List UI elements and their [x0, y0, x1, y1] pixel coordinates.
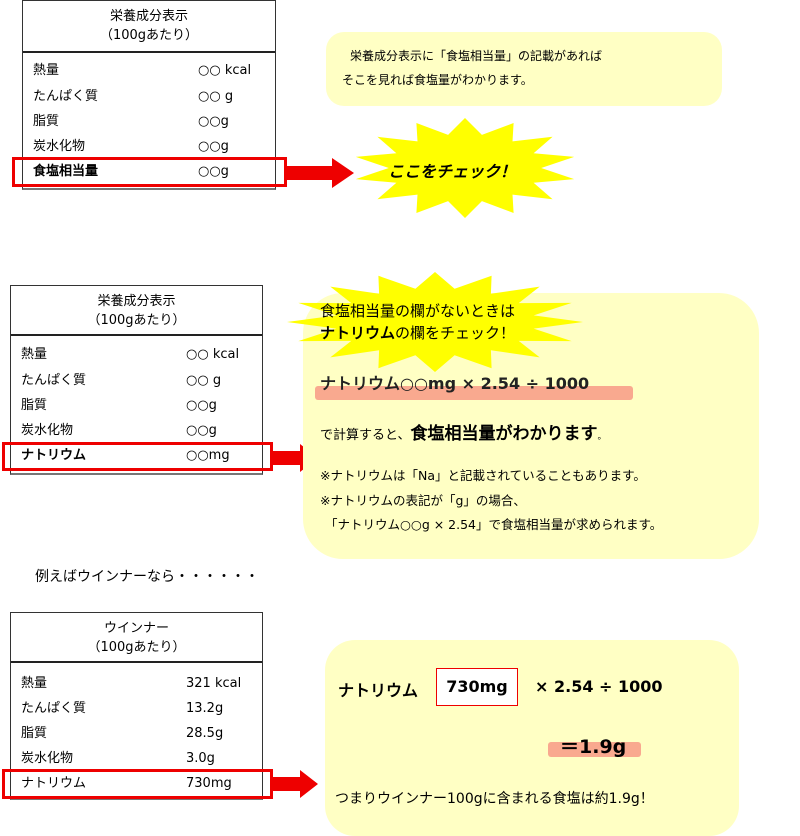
row-name: 食塩相当量: [33, 164, 99, 179]
row-value: ○○mg: [186, 448, 230, 463]
calc-suffix: 。: [597, 432, 607, 442]
label-row: 炭水化物 3.0g: [21, 749, 262, 769]
burst-text: ナトリウムの欄をチェック！: [320, 322, 515, 343]
row-name: 脂質: [21, 726, 48, 741]
row-value: 3.0g: [186, 751, 215, 766]
note-line: そこを見れば食塩量がわかります。: [342, 73, 533, 87]
info-note: 栄養成分表示に「食塩相当量」の記載があれば そこを見れば食塩量がわかります。: [326, 32, 722, 106]
row-name: 炭水化物: [33, 139, 86, 154]
label-header: ウインナー （100gあたり）: [11, 613, 262, 663]
label-row: 熱量 ○○ kcal: [33, 61, 275, 81]
nutrition-label-wiener: ウインナー （100gあたり） 熱量 321 kcal たんぱく質 13.2g 脂質…: [10, 612, 263, 800]
row-value: ○○g: [186, 398, 217, 413]
row-value: ○○g: [186, 423, 217, 438]
starburst-shape: [287, 272, 583, 372]
example-intro: 例えばウインナーなら・・・・・・: [35, 569, 259, 585]
label-header: 栄養成分表示 （100gあたり）: [11, 286, 262, 336]
label-row: 炭水化物 ○○g: [21, 421, 262, 441]
result-highlight: [548, 742, 641, 757]
label-row: たんぱく質 ○○ g: [21, 371, 262, 391]
row-name: たんぱく質: [21, 373, 87, 388]
row-name: 炭水化物: [21, 423, 74, 438]
row-value: ○○g: [198, 139, 229, 154]
operation: × 2.54 ÷ 1000: [535, 677, 663, 696]
sodium-value-box: 730mg: [436, 668, 518, 706]
label-title: ウインナー: [103, 621, 169, 636]
row-name: 熱量: [21, 347, 48, 362]
check-here-callout: ここをチェック！: [388, 162, 517, 181]
row-name: 炭水化物: [21, 751, 74, 766]
highlight-box: [2, 442, 273, 471]
row-name: ナトリウム: [21, 448, 87, 463]
note-line: ※ナトリウムは「Na」と記載されていることもあります。: [320, 468, 646, 483]
calc-bold: 食塩相当量がわかります: [410, 424, 598, 444]
label-subtitle: （100gあたり）: [99, 28, 199, 43]
note-line: 栄養成分表示に「食塩相当量」の記載があれば: [350, 49, 603, 63]
row-name: 熱量: [21, 676, 48, 691]
row-value: ○○g: [198, 164, 229, 179]
row-value: ○○ g: [186, 373, 222, 388]
result: ＝1.9g: [560, 736, 627, 758]
note-line: ※ナトリウムの表記が「g」の場合、: [320, 493, 526, 508]
label-row-highlight: ナトリウム 730mg: [21, 774, 262, 794]
label-row: 脂質 ○○g: [21, 396, 262, 416]
label-row: たんぱく質 13.2g: [21, 699, 262, 719]
row-name: 脂質: [33, 114, 60, 129]
row-name: ナトリウム: [21, 776, 87, 791]
starburst-icon: [355, 118, 575, 218]
formula-highlight: [315, 386, 633, 400]
note-line: 「ナトリウム○○g × 2.54」で食塩相当量が求められます。: [325, 517, 663, 532]
highlight-box: [2, 769, 273, 799]
label-row: 脂質 ○○g: [33, 112, 275, 132]
row-value: 13.2g: [186, 701, 224, 716]
row-value: ○○ kcal: [198, 63, 252, 78]
burst-text: 食塩相当量の欄がないときは: [320, 302, 516, 320]
row-value: 730mg: [186, 776, 232, 791]
red-arrow-icon: [286, 158, 354, 188]
label-row-highlight: 食塩相当量 ○○g: [33, 162, 275, 182]
row-value: 28.5g: [186, 726, 224, 741]
label-subtitle: （100gあたり）: [87, 640, 186, 655]
row-name: 脂質: [21, 398, 48, 413]
formula: ナトリウム○○mg × 2.54 ÷ 1000: [320, 374, 590, 393]
label-row: 脂質 28.5g: [21, 724, 262, 744]
row-value: ○○ g: [198, 89, 234, 104]
label-row: たんぱく質 ○○ g: [33, 87, 275, 107]
label-title: 栄養成分表示: [97, 294, 176, 309]
conclusion: つまりウインナー100gに含まれる食塩は約1.9g！: [335, 791, 654, 807]
wiener-calc-note: ナトリウム 730mg × 2.54 ÷ 1000 ＝1.9g つまりウインナー…: [325, 640, 739, 836]
label-row: 熱量 ○○ kcal: [21, 345, 262, 365]
label-row: 熱量 321 kcal: [21, 674, 262, 694]
row-name: 熱量: [33, 63, 60, 78]
sodium-label: ナトリウム: [338, 681, 419, 700]
row-value: 321 kcal: [186, 676, 242, 691]
red-arrow-icon: [272, 770, 318, 798]
calc-line: で計算すると、食塩相当量がわかります。: [320, 419, 607, 444]
label-row-highlight: ナトリウム ○○mg: [21, 446, 262, 466]
label-title: 栄養成分表示: [109, 9, 188, 24]
burst-bold: ナトリウム: [320, 324, 396, 342]
label-row: 炭水化物 ○○g: [33, 137, 275, 157]
highlight-box: [12, 157, 287, 187]
starburst-shape: [355, 118, 575, 218]
burst-rest: の欄をチェック！: [395, 324, 516, 342]
row-value: ○○ kcal: [186, 347, 240, 362]
row-name: たんぱく質: [33, 89, 99, 104]
starburst-icon: [287, 272, 583, 372]
label-header: 栄養成分表示 （100gあたり）: [23, 1, 275, 53]
row-name: たんぱく質: [21, 701, 87, 716]
calc-prefix: で計算すると、: [320, 428, 411, 443]
label-subtitle: （100gあたり）: [87, 313, 186, 328]
row-value: ○○g: [198, 114, 229, 129]
